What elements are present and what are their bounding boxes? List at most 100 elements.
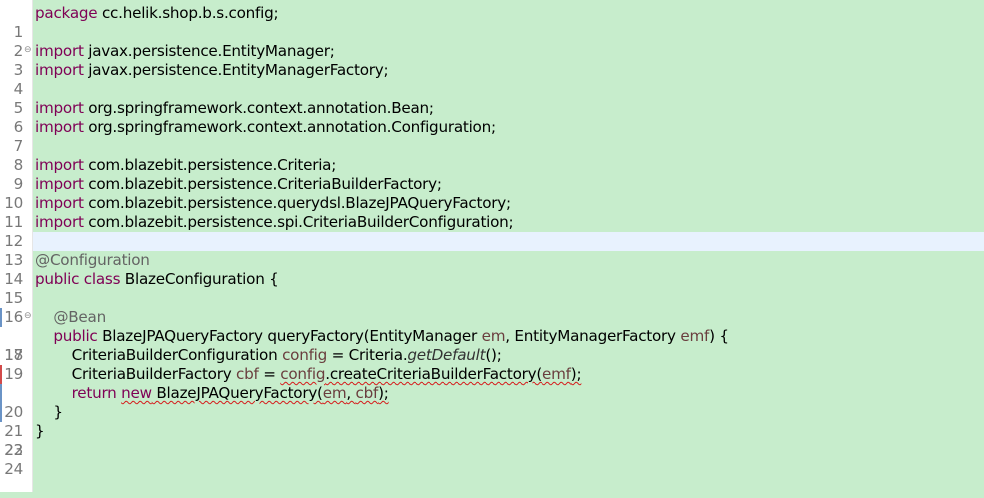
keyword: class [83,270,121,288]
keyword: import [35,99,84,117]
code-line-4[interactable]: 4 import javax.persistence.EntityManager… [0,61,984,98]
code-text: } [35,422,45,440]
line-number: 17 [4,346,23,364]
keyword: public [35,270,80,288]
code-line-15[interactable]: 15 public class BlazeConfiguration { [0,270,984,307]
code-line-19[interactable]: 19 CriteriaBuilderConfiguration config =… [0,346,984,383]
line-number: 20 [4,403,23,421]
line-text: package cc.helik.shop.b.s.config; [35,4,279,23]
indent [35,346,72,364]
code-line-18[interactable]: 18 public BlazeJPAQueryFactory queryFact… [0,327,984,364]
line-text: import com.blazebit.persistence.spi.Crit… [35,213,514,232]
keyword: import [35,156,84,174]
keyword: import [35,118,84,136]
line-number-gutter[interactable] [0,0,33,492]
code-text: .createCriteriaBuilderFactory( [325,365,543,383]
keyword: import [35,175,84,193]
keyword: import [35,42,84,60]
line-text: import javax.persistence.EntityManager; [35,42,335,61]
local-variable: config [282,346,328,364]
code-text: = [258,365,281,383]
keyword: public [53,327,98,345]
line-text: import org.springframework.context.annot… [35,99,434,118]
line-text: @Configuration [35,251,150,270]
code-text: org.springframework.context.annotation.B… [83,99,434,117]
line-number: 5 [13,99,24,117]
line-number: 3 [13,61,24,79]
code-line-22[interactable]: 22 } [0,403,984,459]
line-text: import org.springframework.context.annot… [35,118,496,137]
code-line-13-current[interactable]: 13 [0,232,984,269]
error-squiggle: config.createCriteriaBuilderFactory(emf)… [280,365,581,383]
code-text: CriteriaBuilderConfiguration [71,346,283,364]
static-method: getDefault [407,346,486,364]
line-number: 22 [4,441,23,459]
code-text: BlazeJPAQueryFactory( [151,384,323,402]
code-line-10[interactable]: 10 import com.blazebit.persistence.Crite… [0,175,984,212]
marker-bar [0,384,2,403]
line-number: 7 [13,137,24,155]
line-number: 8 [13,156,24,174]
fold-collapse-icon[interactable]: ⊖ [24,311,32,321]
code-line-24[interactable]: 24 [0,441,984,478]
local-variable: cbf [355,384,379,402]
indent [35,327,53,345]
line-number: 15 [4,289,23,307]
code-text: BlazeJPAQueryFactory queryFactory(Entity… [97,327,482,345]
keyword: import [35,213,84,231]
code-text: BlazeConfiguration { [120,270,279,288]
line-text: import com.blazebit.persistence.querydsl… [35,194,511,213]
line-number: 24 [4,460,23,478]
code-lines[interactable]: 1 package cc.helik.shop.b.s.config; 2 3 … [0,4,984,478]
code-line-8[interactable]: 8 [0,137,984,174]
fold-collapse-icon[interactable]: ⊖ [24,45,32,55]
code-line-17[interactable]: 17 ⊖ @Bean [0,308,984,364]
keyword: new [121,384,152,402]
line-text: import javax.persistence.EntityManagerFa… [35,61,389,80]
line-number: 6 [13,118,24,136]
code-text: } [53,403,63,421]
line-text: @Bean [35,308,106,327]
code-text: com.blazebit.persistence.spi.CriteriaBui… [83,213,514,231]
line-number: 19 [4,365,23,383]
line-text: CriteriaBuilderConfiguration config = Cr… [35,346,502,365]
code-line-23[interactable]: 23 } [0,422,984,459]
code-line-20[interactable]: 20 CriteriaBuilderFactory cbf = config.c… [0,365,984,421]
code-line-16[interactable]: 16 [0,289,984,326]
code-text: ); [378,384,389,402]
line-number: 14 [4,270,23,288]
code-text: cc.helik.shop.b.s.config; [97,4,279,22]
code-line-12[interactable]: 12 import com.blazebit.persistence.spi.C… [0,213,984,250]
code-line-7[interactable]: 7 import org.springframework.context.ann… [0,118,984,155]
line-text: public class BlazeConfiguration { [35,270,279,289]
error-squiggle: new BlazeJPAQueryFactory(em, cbf); [121,384,389,402]
marker-bar [0,403,2,422]
code-line-2[interactable]: 2 [0,23,984,60]
code-line-5[interactable]: 5 [0,80,984,117]
code-text: , [346,384,356,402]
keyword: import [35,194,84,212]
code-line-21[interactable]: 21 return new BlazeJPAQueryFactory(em, c… [0,384,984,440]
code-line-6[interactable]: 6 import org.springframework.context.ann… [0,99,984,136]
indent [35,308,53,326]
indent [35,384,72,402]
parameter: em [322,384,347,402]
annotation: @Configuration [35,251,150,269]
line-number: 21 [4,422,23,440]
code-line-3[interactable]: 3 ⊖ import javax.persistence.EntityManag… [0,42,984,79]
code-line-1[interactable]: 1 package cc.helik.shop.b.s.config; [0,4,984,41]
line-text: import com.blazebit.persistence.Criteria… [35,156,336,175]
indent [35,403,53,421]
code-line-9[interactable]: 9 import com.blazebit.persistence.Criter… [0,156,984,193]
code-text: javax.persistence.EntityManagerFactory; [83,61,389,79]
code-text: javax.persistence.EntityManager; [83,42,335,60]
annotation: @Bean [53,308,106,326]
code-text: com.blazebit.persistence.CriteriaBuilder… [83,175,442,193]
line-number: 10 [4,194,23,212]
code-line-11[interactable]: 11 import com.blazebit.persistence.query… [0,194,984,231]
line-number: 9 [13,175,24,193]
code-text: , EntityManagerFactory [505,327,681,345]
line-number: 11 [4,213,23,231]
code-line-14[interactable]: 14 @Configuration [0,251,984,288]
